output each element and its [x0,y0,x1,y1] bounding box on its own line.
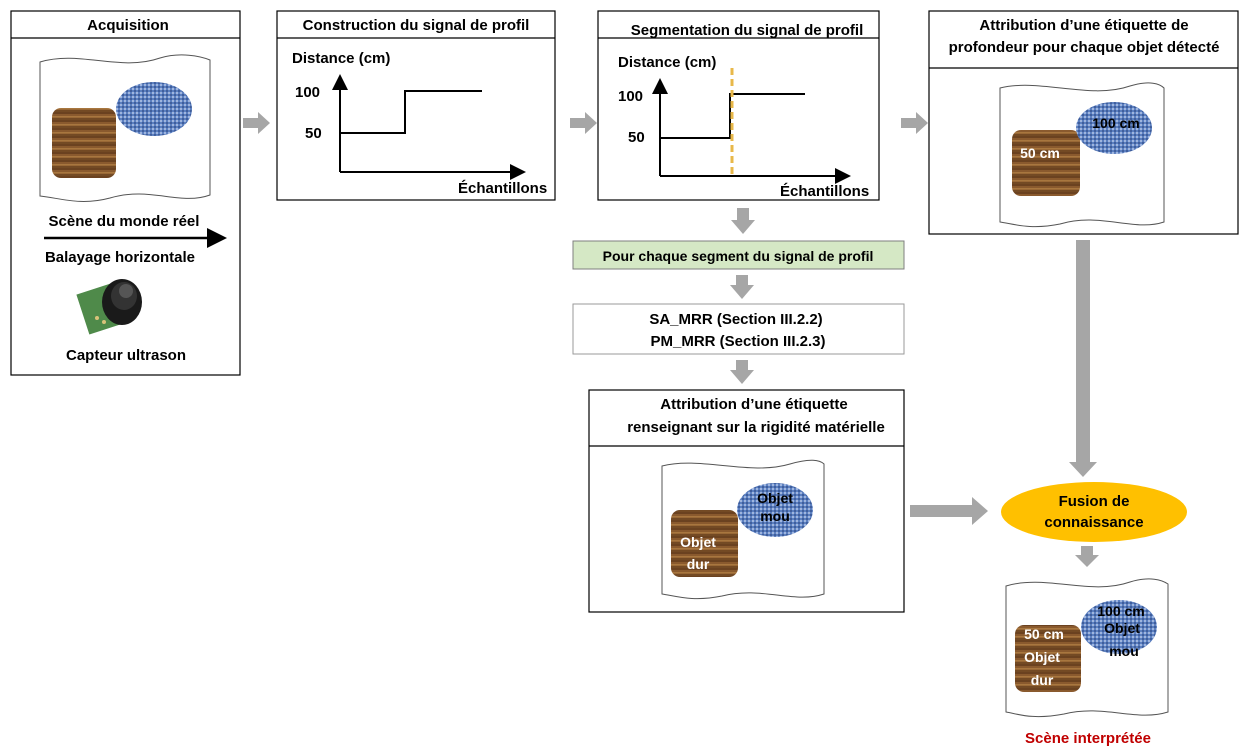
acquisition-title: Acquisition [87,17,169,34]
rigidity-fabric-object-icon [737,483,813,537]
segmentation-step-signal [660,93,805,139]
rigidity-title-line1: Attribution d’une étiquette [660,396,847,413]
fusion-node: Fusion de connaissance [1001,482,1187,542]
sensor-label: Capteur ultrason [66,347,186,364]
depth-wood-object-icon [1012,130,1080,196]
rigidity-hard-line1: Objet [680,534,716,550]
result-scene: 100 cm Objet mou 50 cm Objet dur Scène i… [1005,578,1169,747]
construction-tick-100: 100 [295,84,320,101]
result-wood-object-icon [1015,625,1081,692]
rigidity-box: Attribution d’une étiquette renseignant … [588,389,905,613]
methods-box: SA_MRR (Section III.2.2) PM_MRR (Section… [572,303,905,355]
per-segment-label: Pour chaque segment du signal de profil [603,248,874,264]
rigidity-soft-line2: mou [760,508,790,524]
rigidity-wood-object-icon [671,510,738,577]
fusion-line2: connaissance [1044,514,1143,531]
flow-arrow-1 [243,112,270,134]
construction-tick-50: 50 [305,125,322,142]
rigidity-title-line2: renseignant sur la rigidité matérielle [627,419,885,436]
flow-arrow-down-2 [730,275,754,299]
flow-arrow-to-fusion [910,497,988,525]
construction-title: Construction du signal de profil [303,17,530,34]
rigidity-hard-line2: dur [687,556,710,572]
fabric-object-icon [116,82,192,136]
segmentation-box: Segmentation du signal de profil Distanc… [597,10,880,201]
construction-step-signal [340,90,482,134]
method-sa-mrr: SA_MRR (Section III.2.2) [649,311,822,328]
result-hard-line2: dur [1031,672,1054,688]
acquisition-box: Acquisition Scène du monde réel Balayage… [10,10,241,376]
segmentation-title: Segmentation du signal de profil [631,22,864,39]
segmentation-ylabel: Distance (cm) [618,54,716,71]
fusion-line1: Fusion de [1059,493,1130,510]
result-soft-line1: Objet [1104,620,1140,636]
ultrasonic-sensor-icon [76,279,142,335]
segmentation-xlabel: Échantillons [780,183,869,200]
result-near-label: 50 cm [1024,626,1064,642]
depth-fabric-object-icon [1076,102,1152,154]
depth-title-line1: Attribution d’une étiquette de [979,17,1188,34]
segmentation-tick-50: 50 [628,129,645,146]
construction-ylabel: Distance (cm) [292,50,390,67]
per-segment-box: Pour chaque segment du signal de profil [572,240,905,270]
scene-label: Scène du monde réel [49,213,200,230]
depth-near-label: 50 cm [1020,145,1060,161]
sweep-label: Balayage horizontale [45,249,195,266]
depth-title-line2: profondeur pour chaque objet détecté [949,39,1220,56]
flow-arrow-3 [901,112,928,134]
method-pm-mrr: PM_MRR (Section III.2.3) [650,333,825,350]
rigidity-soft-line1: Objet [757,490,793,506]
flow-arrow-fusion-to-result [1075,546,1099,567]
depth-label-box: Attribution d’une étiquette de profondeu… [928,10,1239,235]
construction-box: Construction du signal de profil Distanc… [276,10,556,201]
result-fabric-object-icon [1081,600,1157,654]
wood-object-icon [52,108,116,178]
result-soft-line2: mou [1109,643,1139,659]
result-hard-line1: Objet [1024,649,1060,665]
flow-arrow-2 [570,112,597,134]
depth-far-label: 100 cm [1092,115,1139,131]
flow-arrow-down-3 [730,360,754,384]
flow-arrow-depth-to-fusion [1069,240,1097,477]
result-caption: Scène interprétée [1025,730,1151,747]
construction-xlabel: Échantillons [458,180,547,197]
result-far-label: 100 cm [1097,603,1144,619]
segmentation-tick-100: 100 [618,88,643,105]
flow-arrow-down-1 [731,208,755,234]
